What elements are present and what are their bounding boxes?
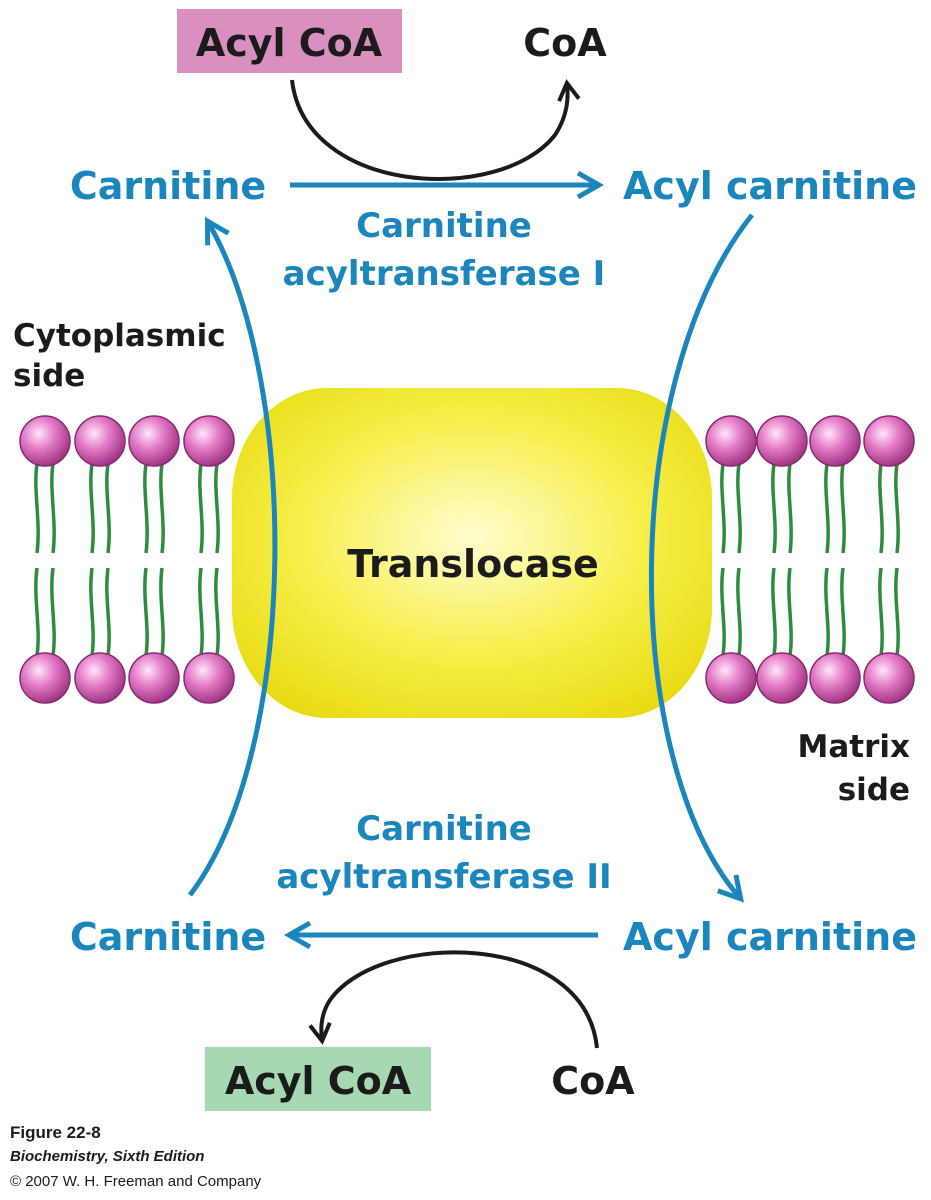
lipid-tail — [771, 463, 777, 554]
enzyme-cat2-line2: acyltransferase II — [276, 857, 611, 897]
lipid-tail — [34, 463, 40, 554]
lipid-tail — [720, 567, 726, 656]
enzyme-cat2-line1: Carnitine — [356, 809, 532, 849]
book-title: Biochemistry, Sixth Edition — [10, 1148, 205, 1165]
lipid-bilayer-left — [19, 415, 235, 704]
top-acyl-carnitine-label: Acyl carnitine — [623, 164, 917, 208]
lipid-head — [863, 415, 915, 467]
bottom-coa-uptake-arrow — [308, 950, 599, 1049]
lipid-head — [19, 415, 71, 467]
lipid-tail — [771, 567, 777, 656]
lipid-tail — [89, 463, 95, 554]
lipid-tail — [143, 463, 149, 554]
lipid-tail — [214, 463, 220, 554]
lipid-head — [809, 652, 861, 704]
top-coa-label: CoA — [523, 21, 607, 65]
lipid-tail — [787, 567, 793, 656]
copyright-line: © 2007 W. H. Freeman and Company — [10, 1173, 262, 1190]
top-acyl-coa-label: Acyl CoA — [196, 21, 383, 65]
lipid-tail — [50, 463, 56, 554]
lipid-tail — [198, 463, 204, 554]
top-acyl-coa-box — [177, 9, 402, 73]
lipid-head — [183, 652, 235, 704]
bottom-acyl-coa-box — [205, 1047, 431, 1111]
top-coa-release-arrow — [290, 79, 581, 181]
enzyme-cat1-line2: acyltransferase I — [283, 254, 606, 294]
lipid-head — [705, 415, 757, 467]
figure-number: Figure 22-8 — [10, 1123, 101, 1142]
bottom-acyl-coa-label: Acyl CoA — [225, 1059, 412, 1103]
lipid-tail — [824, 567, 830, 656]
lipid-head — [128, 415, 180, 467]
lipid-tail — [720, 463, 726, 554]
lipid-tail — [105, 567, 111, 656]
matrix-side-line1: Matrix — [798, 729, 911, 765]
lipid-head — [809, 415, 861, 467]
cytoplasmic-side-line2: side — [13, 358, 85, 394]
lipid-tail — [50, 567, 56, 656]
lipid-tail — [894, 567, 900, 656]
matrix-side-line2: side — [838, 772, 910, 808]
carnitine-return-arrow — [188, 222, 278, 897]
lipid-tail — [894, 463, 900, 554]
lipid-head — [705, 652, 757, 704]
lipid-tail — [787, 463, 793, 554]
enzyme-cat1-line1: Carnitine — [356, 206, 532, 246]
lipid-tail — [736, 567, 742, 656]
lipid-tail — [34, 567, 40, 656]
acyl-carnitine-import-arrow — [649, 213, 754, 898]
lipid-tail — [214, 567, 220, 656]
cytoplasmic-side-line1: Cytoplasmic — [13, 318, 226, 354]
lipid-tail — [159, 567, 165, 656]
lipid-tail — [840, 463, 846, 554]
lipid-head — [863, 652, 915, 704]
lipid-tail — [143, 567, 149, 656]
bottom-acyl-carnitine-label: Acyl carnitine — [623, 915, 917, 959]
top-carnitine-label: Carnitine — [70, 164, 266, 208]
lipid-tail — [824, 463, 830, 554]
lipid-head — [756, 652, 808, 704]
lipid-tail — [840, 567, 846, 656]
lipid-head — [756, 415, 808, 467]
lipid-tail — [736, 463, 742, 554]
lipid-head — [183, 415, 235, 467]
lipid-tail — [878, 463, 884, 554]
lipid-tail — [198, 567, 204, 656]
bottom-carnitine-label: Carnitine — [70, 915, 266, 959]
lipid-tail — [878, 567, 884, 656]
lipid-head — [19, 652, 71, 704]
lipid-tail — [89, 567, 95, 656]
lipid-tail — [105, 463, 111, 554]
lipid-tail — [159, 463, 165, 554]
translocase-label: Translocase — [347, 542, 599, 586]
lipid-head — [74, 415, 126, 467]
lipid-head — [128, 652, 180, 704]
translocase-protein — [232, 388, 712, 718]
lipid-bilayer-right — [705, 415, 915, 704]
bottom-coa-label: CoA — [551, 1059, 635, 1103]
lipid-head — [74, 652, 126, 704]
